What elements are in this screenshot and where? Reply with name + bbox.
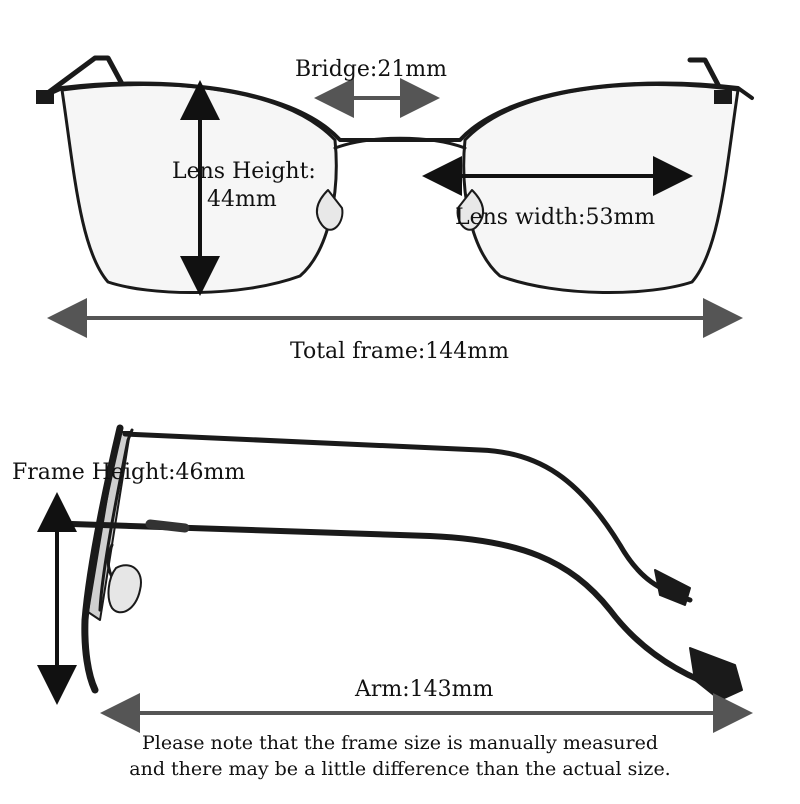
bridge-label: Bridge:21mm (295, 57, 448, 82)
right-lens (462, 83, 740, 295)
side-nose-pad-cushion (107, 564, 142, 614)
total-frame-label: Total frame:144mm (290, 339, 509, 364)
lens-height-label-line2: 44mm (207, 187, 277, 212)
lens-width-label: Lens width:53mm (455, 205, 656, 230)
left-nose-pad (315, 189, 344, 231)
right-nose-pad (456, 189, 485, 231)
lower-arm-tip (689, 647, 743, 701)
lens-height-label-line1: Lens Height: (172, 159, 316, 184)
side-front-rim (81, 424, 124, 694)
hinge-knurl (145, 519, 190, 533)
upper-arm-tip (654, 569, 691, 606)
right-hinge (714, 90, 732, 104)
left-hinge (36, 90, 54, 104)
arm-label: Arm:143mm (355, 677, 494, 702)
top-bar (38, 81, 754, 142)
frame-height-label: Frame Height:46mm (12, 460, 246, 485)
bridge-bar (333, 136, 467, 150)
disclaimer-line2: and there may be a little difference tha… (129, 758, 671, 780)
disclaimer-line1: Please note that the frame size is manua… (142, 732, 658, 754)
side-front-rim-inner (98, 428, 134, 612)
upper-arm (122, 431, 693, 603)
side-view-glasses (69, 424, 743, 701)
lower-arm (69, 521, 728, 693)
